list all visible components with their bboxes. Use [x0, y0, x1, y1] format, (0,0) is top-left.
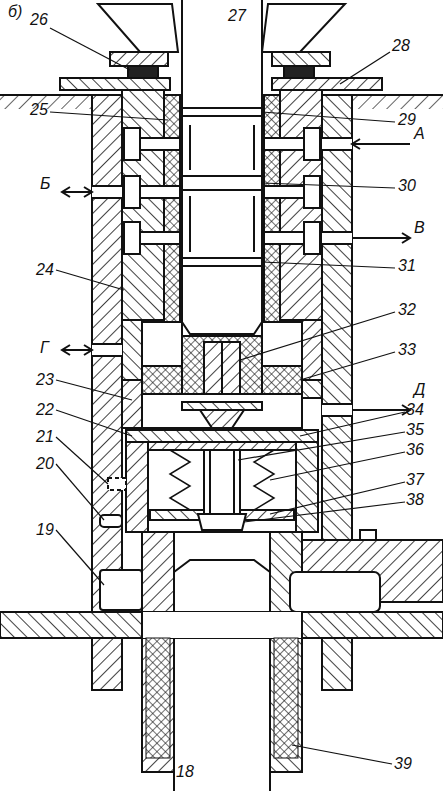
- callout-label: 20: [36, 456, 54, 472]
- callout-label: А: [414, 126, 425, 142]
- callout-label: 29: [398, 112, 416, 128]
- callout-label: 37: [406, 472, 424, 488]
- callout-label: 31: [398, 258, 416, 274]
- callout-label: б): [8, 4, 22, 20]
- callout-label: 19: [36, 522, 54, 538]
- callout-label: 27: [228, 8, 246, 24]
- callout-label: 23: [36, 372, 54, 388]
- callout-label: 32: [398, 302, 416, 318]
- callout-label: Б: [40, 176, 50, 192]
- callout-label: 21: [36, 429, 54, 445]
- callout-label: 22: [36, 402, 54, 418]
- callout-label: В: [414, 220, 425, 236]
- callout-label: 26: [30, 12, 48, 28]
- callout-label: Г: [40, 340, 49, 356]
- callout-label: 24: [36, 262, 54, 278]
- callout-label: Д: [414, 382, 425, 398]
- callout-label: 30: [398, 178, 416, 194]
- callout-label: 33: [398, 342, 416, 358]
- callout-label: 39: [394, 756, 412, 772]
- callout-label: 28: [392, 38, 410, 54]
- callout-label: 36: [406, 442, 424, 458]
- callout-label: 34: [406, 402, 424, 418]
- callout-label: 38: [406, 492, 424, 508]
- callout-label: 35: [406, 422, 424, 438]
- callout-label: 18: [176, 764, 194, 780]
- callout-label: 25: [30, 102, 48, 118]
